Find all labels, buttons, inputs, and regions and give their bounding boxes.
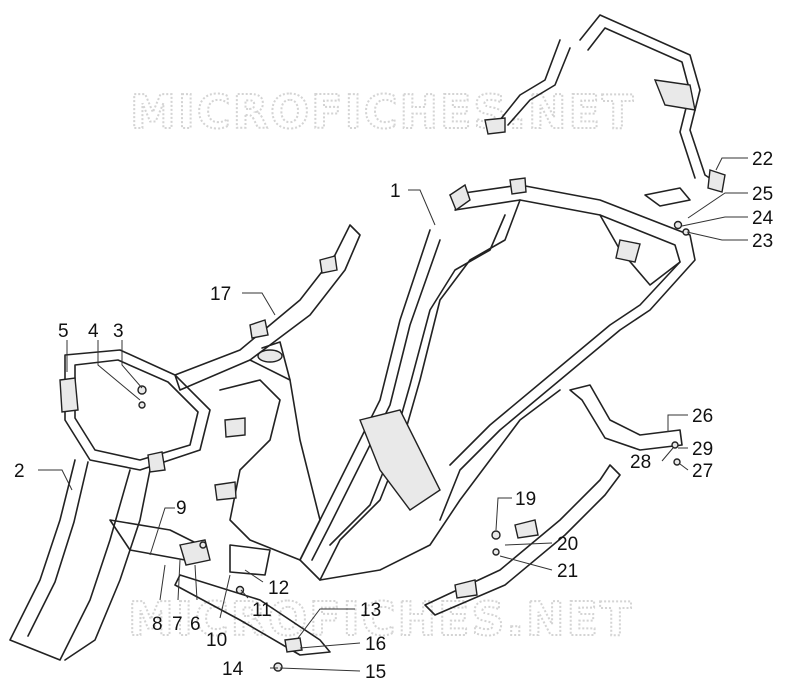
callout-23: 23	[752, 231, 773, 252]
watermark-top: MICROFICHES.NET	[130, 85, 635, 139]
footboard-support-part-20	[424, 464, 621, 616]
callout-22: 22	[752, 149, 773, 170]
callout-4: 4	[88, 321, 99, 342]
leader-lines	[38, 157, 748, 672]
callout-5: 5	[58, 321, 69, 342]
callout-6: 6	[190, 614, 201, 635]
callout-16: 16	[365, 634, 386, 655]
callout-29: 29	[692, 439, 713, 460]
callout-20: 20	[557, 534, 578, 555]
callout-14: 14	[222, 659, 244, 680]
front-frame-part-2	[9, 349, 211, 661]
callout-28: 28	[630, 452, 651, 473]
side-stand-part-13	[174, 574, 331, 656]
rear-rack-part-22	[484, 14, 726, 207]
callout-26: 26	[692, 406, 713, 427]
callout-24: 24	[752, 208, 774, 229]
callout-8: 8	[152, 614, 163, 635]
callout-9: 9	[176, 498, 187, 519]
callout-21: 21	[557, 561, 578, 582]
stand-bracket-part-9	[109, 519, 271, 576]
watermark-bottom: MICROFICHES.NET	[128, 592, 633, 646]
callout-7: 7	[172, 614, 183, 635]
callout-11: 11	[252, 600, 272, 621]
callout-1: 1	[390, 181, 401, 202]
callout-10: 10	[206, 630, 227, 651]
callout-13: 13	[360, 600, 381, 621]
callout-labels: 1 2 3 4 5 6 7 8 9 10 11 12 13 14 15 16 1…	[14, 149, 774, 681]
callout-15: 15	[365, 662, 386, 681]
callout-27: 27	[692, 461, 713, 482]
callout-3: 3	[113, 321, 124, 342]
floor-bracket-part-17	[174, 224, 361, 391]
callout-25: 25	[752, 184, 773, 205]
callout-2: 2	[14, 461, 25, 482]
callout-12: 12	[268, 578, 289, 599]
main-frame-part-1	[214, 177, 696, 581]
callout-19: 19	[515, 489, 536, 510]
rear-bracket-part-26	[569, 384, 683, 451]
callout-17: 17	[210, 284, 231, 305]
